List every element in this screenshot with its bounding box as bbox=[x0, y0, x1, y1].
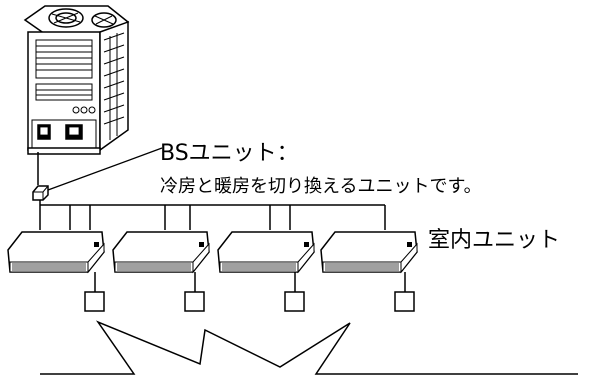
remote-controller-4 bbox=[394, 291, 415, 312]
remote-controller-3 bbox=[284, 291, 305, 312]
bs-leader-line bbox=[47, 147, 163, 191]
bs-unit bbox=[32, 152, 49, 201]
indoor-unit-2 bbox=[112, 231, 210, 274]
indoor-unit-4 bbox=[320, 231, 418, 274]
outdoor-unit bbox=[23, 5, 130, 155]
remote-controller-2 bbox=[184, 291, 205, 312]
bs-unit-description: 冷房と暖房を切り換えるユニットです。 bbox=[160, 176, 482, 197]
remote-controller-1 bbox=[84, 291, 105, 312]
refrigerant-piping bbox=[39, 200, 386, 230]
indoor-unit-label: 室内ユニット bbox=[428, 228, 560, 253]
bs-unit-title: BSユニット： bbox=[160, 141, 299, 166]
remote-controllers bbox=[84, 272, 415, 312]
speech-burst-outline bbox=[40, 320, 578, 375]
indoor-unit-3 bbox=[217, 231, 315, 274]
indoor-unit-1 bbox=[7, 231, 105, 274]
